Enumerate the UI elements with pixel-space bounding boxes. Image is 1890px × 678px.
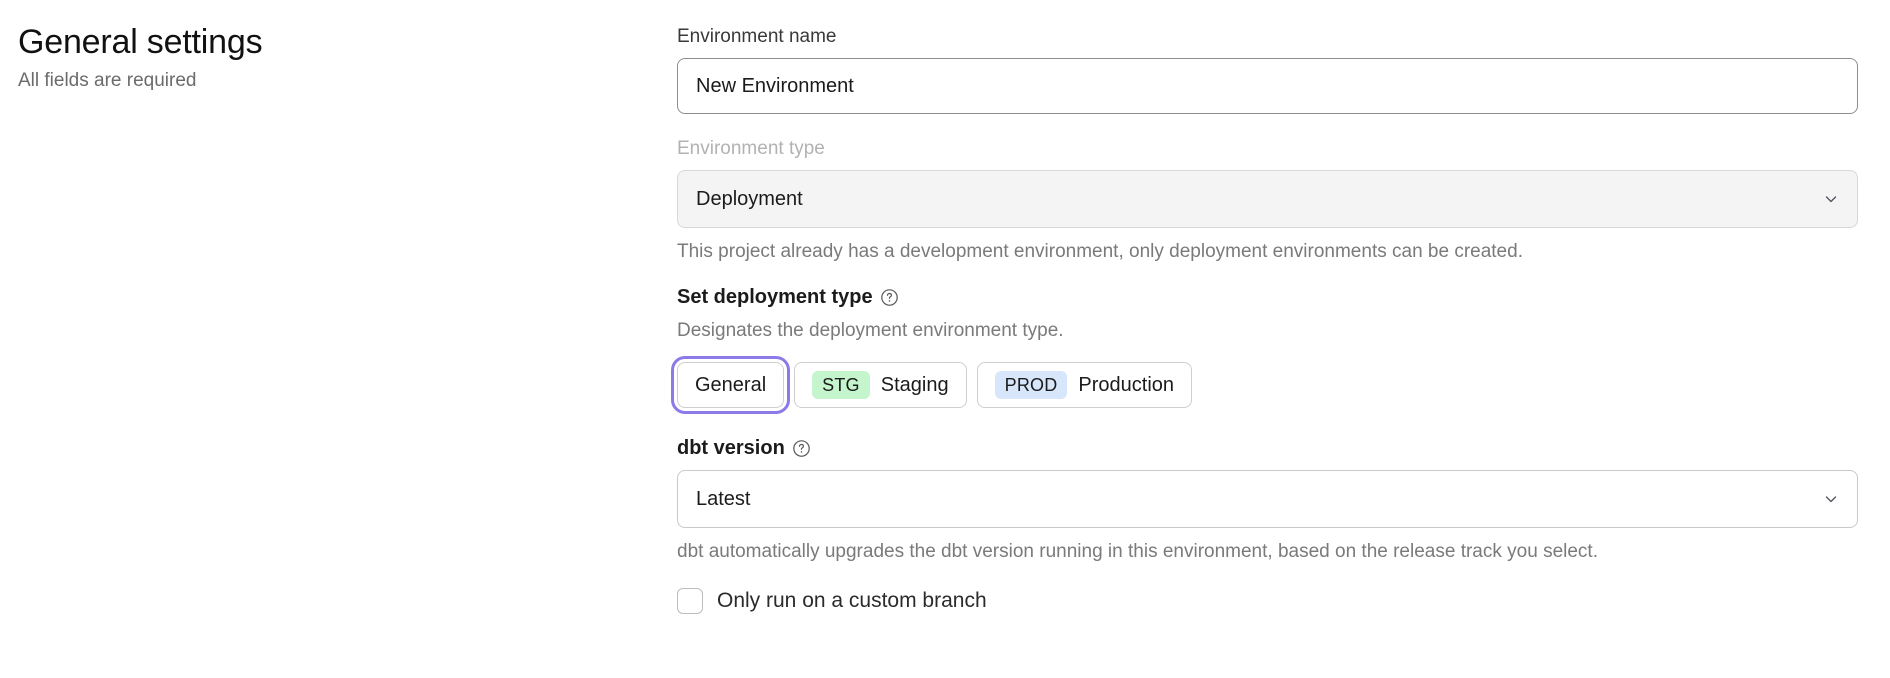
deployment-type-option-general-label: General: [695, 373, 767, 396]
environment-name-value: New Environment: [696, 74, 854, 97]
dbt-version-label: dbt version: [677, 437, 785, 459]
dbt-version-label-row: dbt version: [677, 434, 1858, 462]
deployment-type-heading: Set deployment type: [677, 286, 873, 308]
deployment-type-option-staging[interactable]: STG Staging: [794, 362, 967, 408]
dbt-version-field: dbt version Latest dbt automatica: [677, 434, 1858, 565]
page-subtitle: All fields are required: [18, 70, 197, 91]
environment-type-help-text: This project already has a development e…: [677, 241, 1523, 262]
environment-type-select[interactable]: Deployment: [677, 170, 1858, 228]
question-circle-icon[interactable]: [792, 439, 811, 458]
chevron-down-icon: [1823, 191, 1839, 207]
environment-type-field: Environment type Deployment This project…: [677, 136, 1858, 265]
page-title: General settings: [18, 23, 263, 61]
deployment-type-heading-row: Set deployment type: [677, 283, 1858, 311]
custom-branch-field[interactable]: Only run on a custom branch: [677, 587, 1858, 615]
deployment-type-option-general[interactable]: General: [670, 356, 791, 414]
deployment-type-option-production-label: Production: [1078, 373, 1175, 396]
dbt-version-help-text: dbt automatically upgrades the dbt versi…: [677, 541, 1598, 562]
custom-branch-label: Only run on a custom branch: [717, 589, 987, 612]
environment-name-input[interactable]: New Environment: [677, 58, 1858, 114]
custom-branch-checkbox[interactable]: [677, 588, 703, 614]
dbt-version-select[interactable]: Latest: [677, 470, 1858, 528]
page-header-column: General settings All fields are required: [18, 20, 638, 94]
chevron-down-icon: [1823, 491, 1839, 507]
deployment-type-option-staging-label: Staging: [880, 373, 949, 396]
environment-name-field: Environment name New Environment: [677, 24, 1858, 114]
staging-badge: STG: [812, 371, 870, 399]
environment-type-value: Deployment: [696, 187, 803, 210]
production-badge: PROD: [994, 371, 1068, 399]
deployment-type-description: Designates the deployment environment ty…: [677, 320, 1064, 341]
dbt-version-value: Latest: [696, 487, 751, 510]
deployment-type-option-production[interactable]: PROD Production: [976, 362, 1193, 408]
deployment-type-field: Set deployment type Designates the deplo…: [670, 283, 1858, 414]
settings-form: Environment name New Environment Environ…: [670, 24, 1858, 615]
question-circle-icon[interactable]: [880, 288, 899, 307]
deployment-type-options: General STG Staging PROD Production: [670, 356, 1858, 414]
environment-name-label: Environment name: [677, 26, 837, 47]
environment-type-label: Environment type: [677, 138, 825, 159]
